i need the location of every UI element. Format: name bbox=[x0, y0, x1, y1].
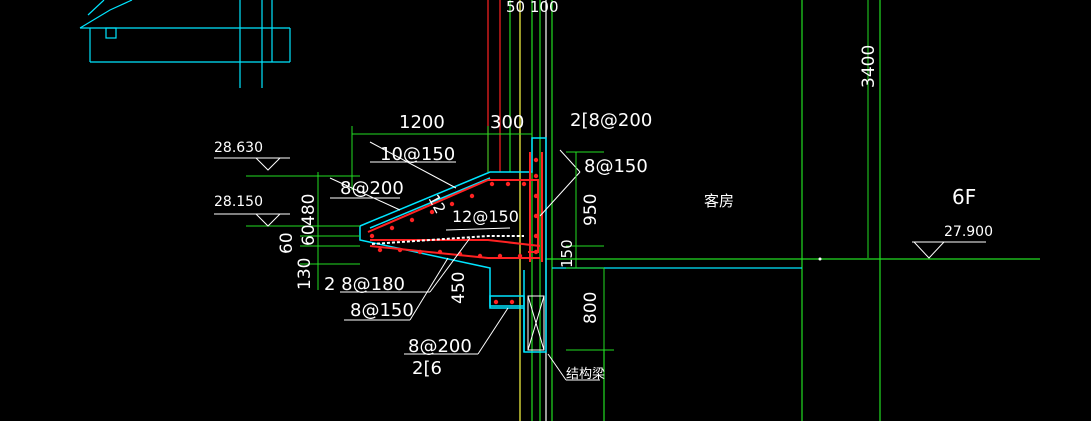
dim-800-text: 800 bbox=[581, 292, 601, 324]
dim-60-b-text: 60 bbox=[277, 232, 297, 254]
level-28150-text: 28.150 bbox=[214, 194, 263, 210]
level-27900-text: 27.900 bbox=[944, 224, 993, 240]
rebar-12-150-label: 12@150 bbox=[452, 207, 519, 226]
room-label: 客房 bbox=[704, 192, 734, 210]
level-marker-28630: 28.630 bbox=[214, 140, 290, 171]
dim-450-text: 450 bbox=[449, 272, 469, 304]
dim-60-a-text: 60 bbox=[299, 224, 319, 246]
rebar-2-8-180-label: 2 8@180 bbox=[324, 274, 405, 295]
leader-lines bbox=[329, 141, 600, 381]
upper-detail-fragment bbox=[79, 0, 291, 88]
rebar-8-200-lower-label: 8@200 bbox=[408, 336, 472, 357]
level-marker-27900: 27.900 bbox=[912, 224, 993, 259]
floor-label: 6F bbox=[952, 185, 976, 209]
rebar-dots bbox=[369, 157, 539, 305]
rebar-10-150-label: 10@150 bbox=[380, 144, 455, 165]
origin-dot bbox=[818, 257, 822, 261]
dim-150-text: 150 bbox=[558, 239, 576, 268]
beam-label: 结构梁 bbox=[566, 367, 605, 382]
rebar-8-200-upper-label: 8@200 bbox=[340, 178, 404, 199]
dim-130-text: 130 bbox=[295, 258, 315, 290]
dim-480-text: 480 bbox=[299, 194, 319, 226]
rebar-2-6-label: 2[6 bbox=[412, 358, 442, 379]
insulation-line bbox=[371, 235, 524, 245]
dim-300-text: 300 bbox=[490, 112, 524, 133]
top-dimension-text: 50 100 bbox=[506, 0, 559, 16]
dim-1200-text: 1200 bbox=[399, 112, 445, 133]
floor-line bbox=[545, 258, 1040, 269]
rebar-8-150-lower-label: 8@150 bbox=[350, 300, 414, 321]
column-lines bbox=[487, 0, 881, 421]
dim-3400-text: 3400 bbox=[859, 45, 879, 88]
left-dimension-chain bbox=[246, 172, 360, 290]
dim-950-text: 950 bbox=[581, 194, 601, 226]
structural-beam-box bbox=[527, 295, 545, 351]
canopy-section-outline bbox=[359, 137, 547, 353]
right-dimension-chain bbox=[566, 151, 614, 351]
level-marker-28150: 28.150 bbox=[214, 194, 290, 227]
dimension-3400: 3400 bbox=[859, 0, 879, 258]
rebar-8-150-top-label: 8@150 bbox=[584, 156, 648, 177]
dim-12-text: 12 bbox=[424, 191, 449, 216]
rebar-2-8-200-label: 2[8@200 bbox=[570, 110, 652, 131]
level-28630-text: 28.630 bbox=[214, 140, 263, 156]
